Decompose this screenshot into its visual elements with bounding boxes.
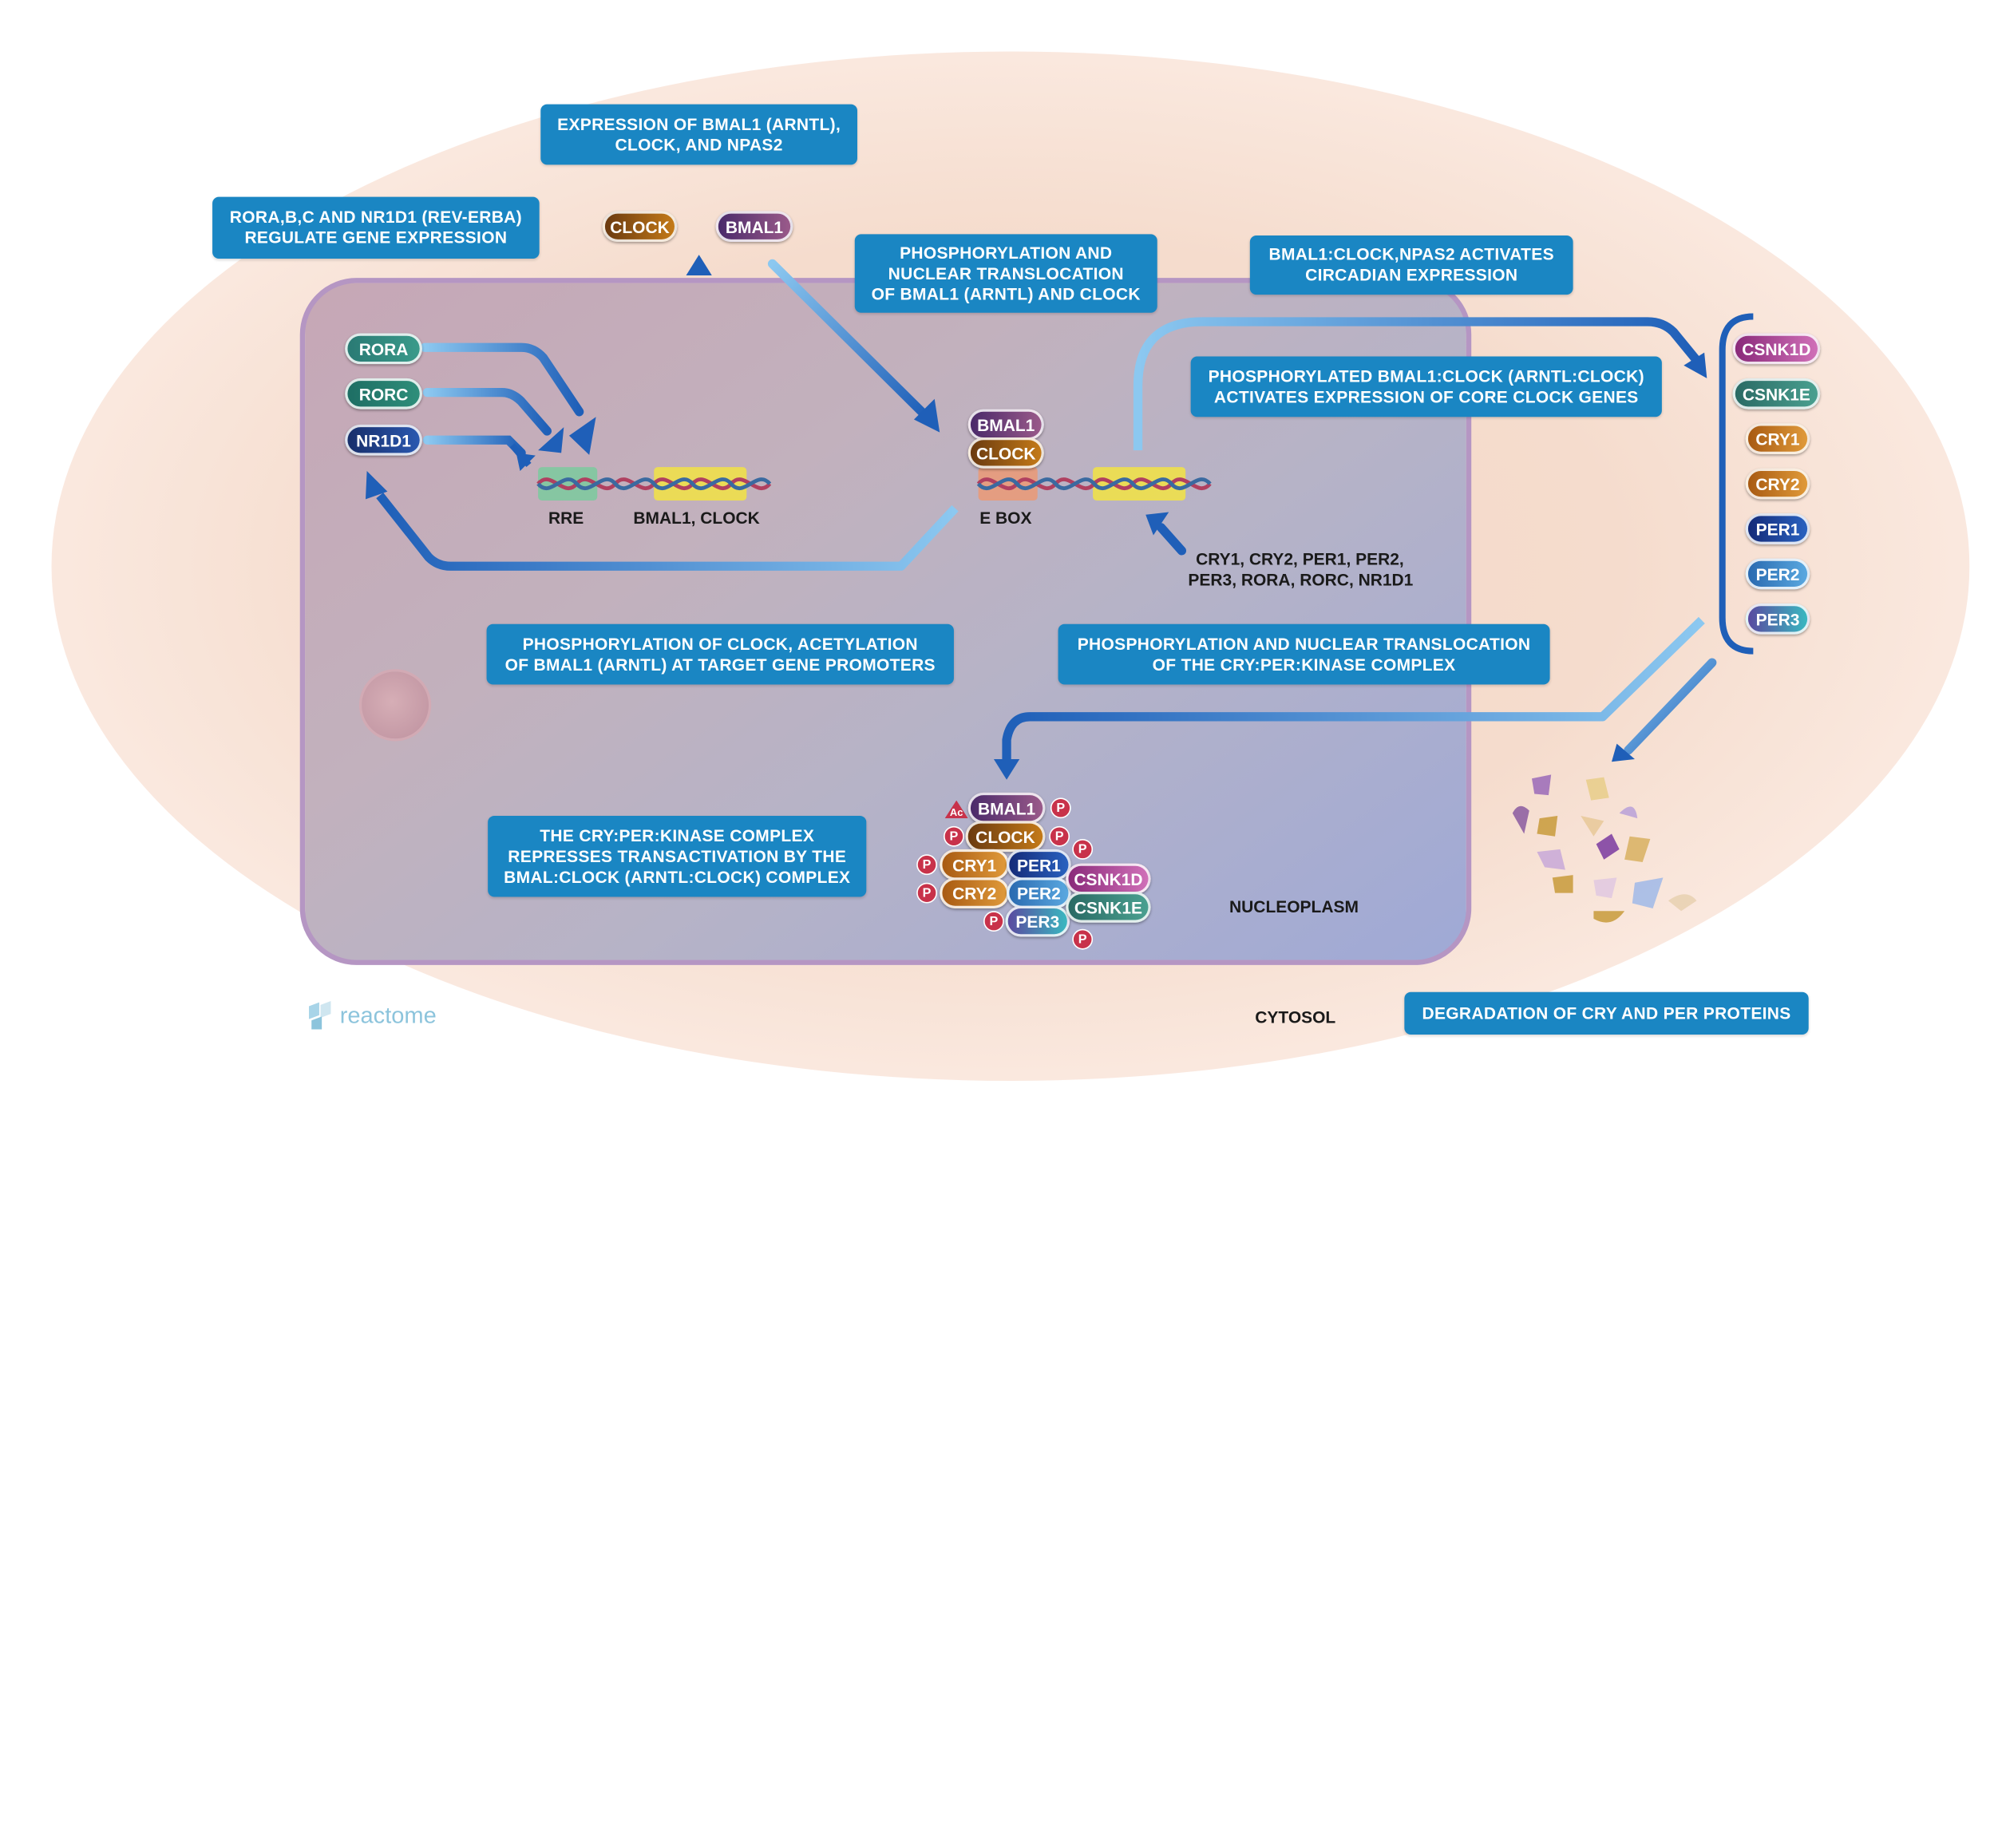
targets-label-line1: CRY1, CRY2, PER1, PER2, <box>1196 549 1404 569</box>
cytosol-label: CYTOSOL <box>1255 1007 1336 1027</box>
per1-protein[interactable]: PER1 <box>1745 513 1810 544</box>
note-phosphorylated-bmal-clock[interactable]: PHOSPHORYLATED BMAL1:CLOCK (ARNTL:CLOCK)… <box>1190 356 1662 417</box>
dna-strands <box>536 467 1212 501</box>
rorc-protein[interactable]: RORC <box>345 378 422 410</box>
bmal1-protein-cytosol[interactable]: BMAL1 <box>715 211 793 243</box>
rora-protein[interactable]: RORA <box>345 333 422 365</box>
note-cry-per-represses[interactable]: THE CRY:PER:KINASE COMPLEX REPRESSES TRA… <box>488 815 867 897</box>
per2-protein[interactable]: PER2 <box>1745 558 1810 590</box>
clock-protein-cytosol[interactable]: CLOCK <box>602 211 678 243</box>
note-degradation[interactable]: DEGRADATION OF CRY AND PER PROTEINS <box>1404 991 1809 1035</box>
reactome-logo: reactome <box>304 999 437 1032</box>
note-phosphorylation-acetylation[interactable]: PHOSPHORYLATION OF CLOCK, ACETYLATION OF… <box>486 623 954 685</box>
note-phosphorylation-nuclear-translocation[interactable]: PHOSPHORYLATION AND NUCLEAR TRANSLOCATIO… <box>854 234 1157 313</box>
complex-per3[interactable]: PER3 <box>1005 905 1070 937</box>
phospho-badge: P <box>944 825 964 847</box>
phospho-badge: P <box>1050 797 1071 819</box>
ebox-label: E BOX <box>979 508 1032 528</box>
complex-per1[interactable]: PER1 <box>1007 849 1071 880</box>
dna-rre-gene <box>536 467 772 501</box>
nucleoplasm-label: NUCLEOPLASM <box>1229 896 1359 916</box>
nucleolus <box>358 669 432 742</box>
note-cry-per-translocation[interactable]: PHOSPHORYLATION AND NUCLEAR TRANSLOCATIO… <box>1058 623 1550 685</box>
complex-csnk1d[interactable]: CSNK1D <box>1066 863 1151 895</box>
csnk1e-protein[interactable]: CSNK1E <box>1732 378 1821 410</box>
cry2-protein[interactable]: CRY2 <box>1745 468 1810 500</box>
note-bmal-activates[interactable]: BMAL1:CLOCK,NPAS2 ACTIVATES CIRCADIAN EX… <box>1249 235 1573 295</box>
degraded-protein-fragments <box>1512 774 1697 923</box>
complex-clock[interactable]: CLOCK <box>965 821 1046 853</box>
reactome-logo-icon <box>309 1001 331 1030</box>
nr1d1-protein[interactable]: NR1D1 <box>345 424 422 456</box>
clock-protein-ebox[interactable]: CLOCK <box>967 437 1044 469</box>
bmal1-clock-gene-label: BMAL1, CLOCK <box>633 508 760 528</box>
bmal1-protein-ebox[interactable]: BMAL1 <box>967 409 1044 441</box>
targets-label-line2: PER3, RORA, RORC, NR1D1 <box>1188 570 1414 590</box>
note-rora-regulate[interactable]: RORA,B,C AND NR1D1 (REV-ERBA) REGULATE G… <box>212 196 540 259</box>
phospho-badge: P <box>983 911 1004 932</box>
phospho-badge: P <box>916 882 937 904</box>
complex-csnk1e[interactable]: CSNK1E <box>1066 892 1151 923</box>
csnk1d-protein[interactable]: CSNK1D <box>1732 333 1821 365</box>
reactome-logo-text: reactome <box>339 1001 437 1028</box>
dna-ebox-gene <box>976 467 1212 501</box>
complex-cry1[interactable]: CRY1 <box>940 849 1010 880</box>
phospho-badge: P <box>1072 838 1094 860</box>
phospho-badge: P <box>1072 928 1094 950</box>
phospho-badge: P <box>916 854 937 876</box>
per3-protein[interactable]: PER3 <box>1745 603 1810 635</box>
phospho-badge: P <box>1049 825 1070 847</box>
note-expression-bmal1[interactable]: EXPRESSION OF BMAL1 (ARNTL), CLOCK, AND … <box>540 104 857 165</box>
cry1-protein[interactable]: CRY1 <box>1745 423 1810 455</box>
reaction-arrows <box>365 255 1754 780</box>
rre-label: RRE <box>548 508 584 528</box>
